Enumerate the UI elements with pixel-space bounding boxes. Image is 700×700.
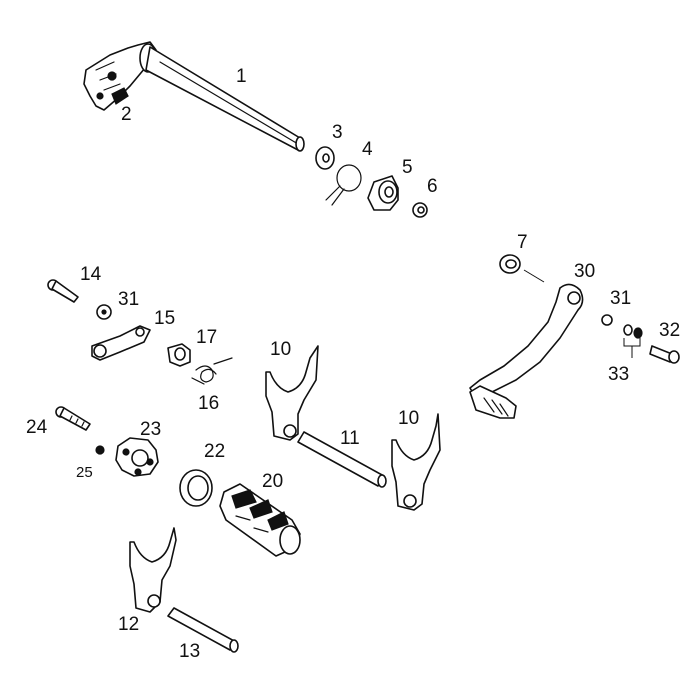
- callout-32: 32: [659, 320, 680, 341]
- callout-25: 25: [76, 464, 93, 481]
- part-bolt-32: [649, 345, 680, 364]
- callout-33: 33: [608, 364, 629, 385]
- part-ring-6: [412, 202, 428, 218]
- part-spacer-17: [167, 343, 191, 367]
- part-shift-fork-12: [129, 527, 177, 613]
- callout-10-left: 10: [270, 339, 291, 360]
- callout-1: 1: [236, 66, 247, 87]
- callout-4: 4: [362, 139, 373, 160]
- part-washers-33: [623, 324, 643, 358]
- callout-12: 12: [118, 614, 139, 635]
- part-washer-31-left: [96, 304, 112, 320]
- callout-16: 16: [198, 393, 219, 414]
- callout-14: 14: [80, 264, 102, 285]
- callout-5: 5: [402, 157, 413, 178]
- part-shift-fork-10-left: [265, 345, 319, 441]
- part-fork-shaft-13: [167, 607, 239, 653]
- part-locking-lever-15: [91, 325, 151, 361]
- callout-15: 15: [154, 308, 175, 329]
- part-shift-cam-23: [115, 437, 159, 477]
- part-spring-2: [111, 87, 129, 105]
- callout-30: 30: [574, 261, 595, 282]
- callout-2: 2: [121, 104, 132, 125]
- part-shift-lever-30: [469, 283, 584, 419]
- callout-24: 24: [26, 417, 48, 438]
- callout-labels: 1 2 3 4 5 6 7 10 10 11 12 13 14 15 16 17…: [26, 66, 680, 662]
- callout-22: 22: [204, 441, 225, 462]
- part-shift-shaft: [83, 41, 305, 152]
- part-spring-4: [325, 164, 362, 206]
- callout-7: 7: [517, 232, 528, 253]
- callout-3: 3: [332, 122, 343, 143]
- part-spring-16: [191, 357, 233, 385]
- callout-6: 6: [427, 176, 438, 197]
- part-shift-drum-20: [219, 483, 301, 557]
- callout-17: 17: [196, 327, 217, 348]
- part-bearing-22: [179, 469, 213, 507]
- callout-11: 11: [340, 428, 360, 449]
- part-bolt-14: [47, 279, 79, 303]
- part-shift-fork-10-right: [391, 413, 441, 511]
- part-washer-3: [315, 146, 335, 170]
- callout-13: 13: [179, 641, 200, 662]
- part-bolt-24: [55, 406, 91, 431]
- part-bushing-7: [499, 254, 545, 283]
- part-bushing-5: [367, 175, 399, 211]
- callout-31-left: 31: [118, 289, 139, 310]
- callout-31-right: 31: [610, 288, 631, 309]
- part-nut-25: [95, 445, 105, 455]
- callout-10-right: 10: [398, 408, 419, 429]
- callout-23: 23: [140, 419, 161, 440]
- part-fork-shaft-11: [297, 431, 387, 488]
- part-washer-31-right: [601, 314, 613, 326]
- callout-20: 20: [262, 471, 283, 492]
